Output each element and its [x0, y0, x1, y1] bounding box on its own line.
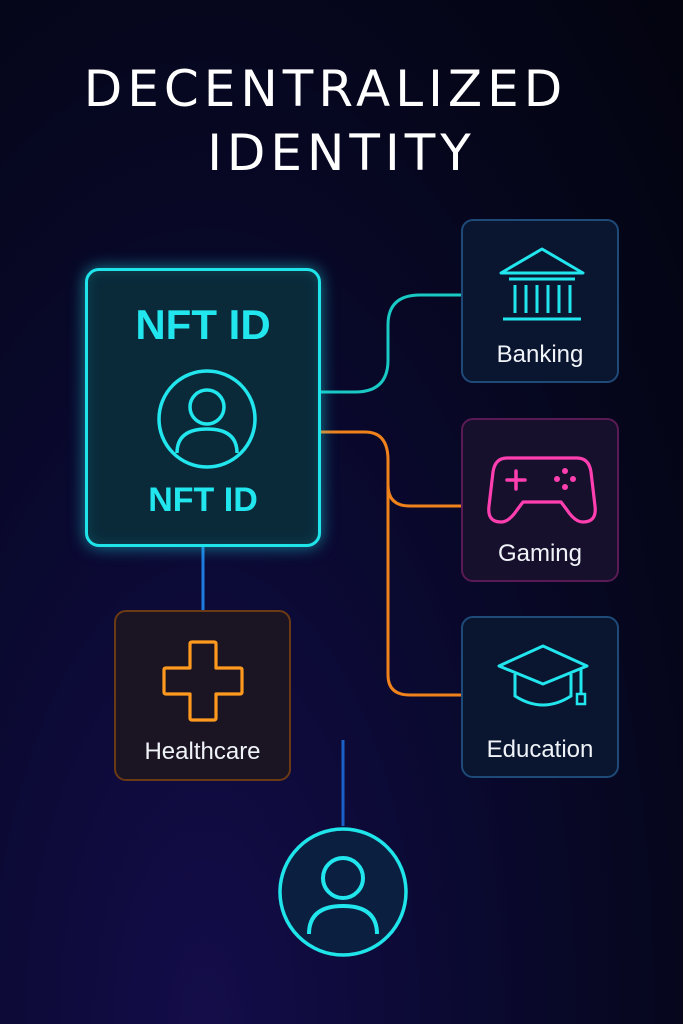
bank-icon	[499, 247, 585, 321]
banking-card[interactable]: Banking	[461, 219, 619, 383]
title-line-1: DECENTRALIZED	[83, 60, 568, 118]
user-icon	[157, 369, 257, 469]
medical-cross-icon	[162, 640, 244, 722]
healthcare-label: Healthcare	[144, 738, 261, 765]
connector-education	[386, 480, 461, 697]
nft-card-heading: NFT ID	[135, 301, 271, 348]
banking-label: Banking	[496, 341, 584, 368]
graduation-cap-icon	[497, 644, 589, 707]
nft-card-caption: NFT ID	[148, 481, 258, 519]
title-line-2: IDENTITY	[207, 124, 476, 182]
user-node[interactable]	[277, 826, 409, 958]
education-label: Education	[486, 736, 594, 763]
connector-gaming	[321, 430, 461, 508]
healthcare-card[interactable]: Healthcare	[114, 610, 291, 781]
connector-banking	[321, 293, 461, 394]
gaming-card[interactable]: Gaming	[461, 418, 619, 582]
user-icon	[307, 856, 379, 935]
nft-id-card[interactable]: NFT ID NFT ID	[85, 268, 321, 547]
gaming-label: Gaming	[497, 540, 583, 567]
gamepad-icon	[487, 456, 597, 524]
education-card[interactable]: Education	[461, 616, 619, 778]
